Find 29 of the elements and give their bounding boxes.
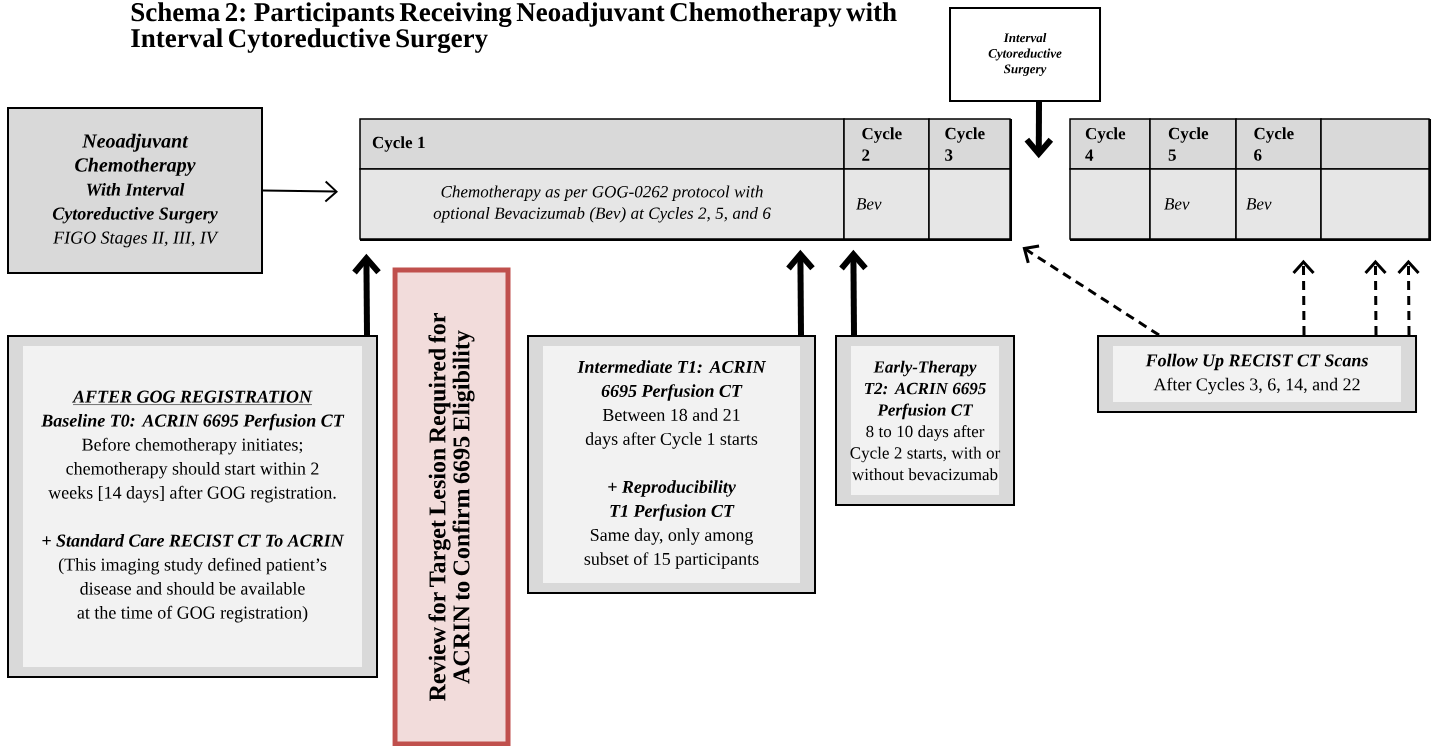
note-box: Interval Cytoreductive Surgery (949, 7, 1101, 102)
table-cell: Cycle 4 (1069, 118, 1151, 170)
process-box: Neoadjuvant Chemotherapy With Interval Cytoreductive Surgery FIGO Stages II, III, IV (7, 107, 263, 274)
dashed-arrow (1292, 259, 1315, 336)
note-box: Intermediate T1: ACRIN 6695 Perfusion CT Between 18 and 21 days after Cycle 1 starts + Reproducibility T1 Perfusion CT Same day, only among subset of 15 participants (527, 335, 816, 594)
note-box: Early-Therapy T2: ACRIN 6695 Perfusion CT 8 to 10 days after Cycle 2 starts, with or without bevacizumab (835, 335, 1015, 506)
table-cell: Cycle 2 (843, 118, 930, 170)
note-box: AFTER GOG REGISTRATION Baseline T0: ACRIN 6695 Perfusion CT Before chemotherapy initiates; chemotherapy should start within 2 weeks [14 days] after GOG registration. + Standard Care RECIST CT To ACRIN (This imaging study defined patient’s disease and should be available at the time of GOG registration) (7, 335, 378, 678)
table-cell (1069, 168, 1151, 240)
dashed-arrow (1022, 244, 1160, 337)
table-cell: Bev (1149, 168, 1237, 240)
dashed-arrow (1364, 259, 1387, 336)
table-cell (1320, 118, 1430, 170)
arrow (786, 249, 815, 336)
arrow (262, 180, 338, 203)
table-cell (1320, 168, 1430, 240)
table-cell: Cycle 5 (1149, 118, 1237, 170)
dashed-arrow (1397, 259, 1420, 336)
table-cell: Bev (1235, 168, 1322, 240)
table-cell: Cycle 3 (928, 118, 1011, 170)
arrow (1024, 102, 1054, 159)
review-box: Review for Target Lesion Required for ACRIN to Confirm 6695 Eligibility (392, 267, 511, 746)
arrow (352, 253, 381, 336)
table-cell: Cycle 6 (1235, 118, 1322, 170)
note-box: Follow Up RECIST CT Scans After Cycles 3, 6, 14, and 22 (1097, 335, 1417, 413)
table-cell (928, 168, 1011, 240)
title: Schema 2: Participants Receiving Neoadjuvant Chemotherapy with Interval Cytoreductive Surgery (131, 2, 897, 53)
table-cell: Bev (843, 168, 930, 240)
arrow (839, 249, 868, 336)
